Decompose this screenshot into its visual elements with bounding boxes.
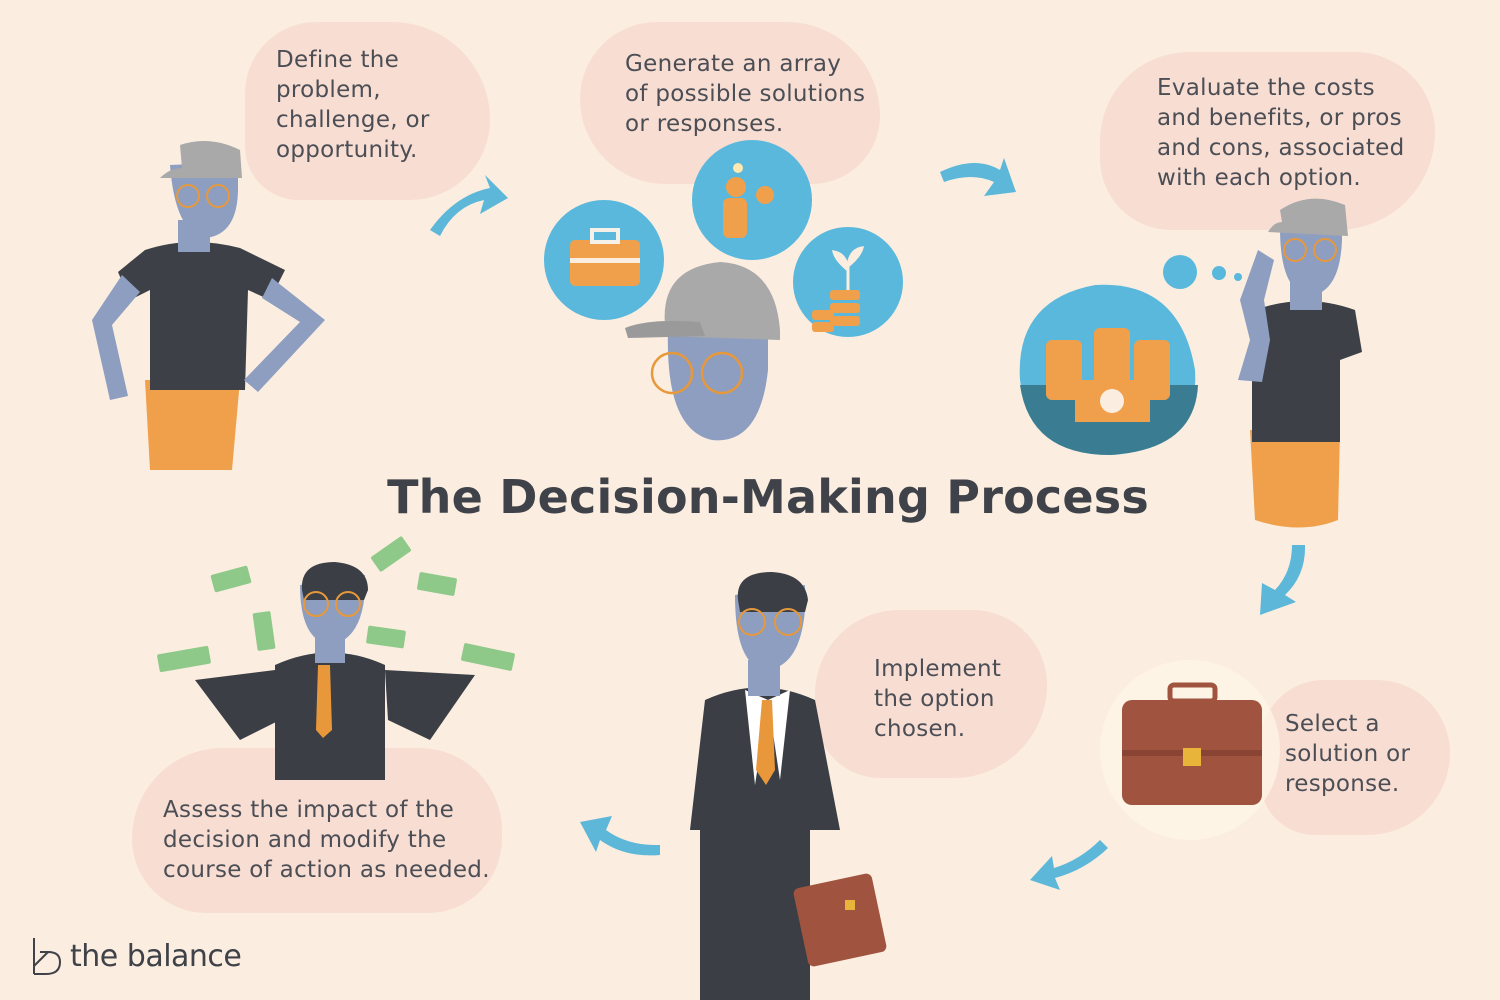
arrow-step-2-to-3 (940, 158, 1016, 196)
arrow-step-4-to-5 (1030, 840, 1108, 890)
step-4-line: Select a (1285, 711, 1380, 737)
person-define-problem (92, 141, 325, 470)
step-2-line: of possible solutions (625, 81, 866, 107)
step-4-line: response. (1285, 771, 1400, 797)
step-6-line: course of action as needed. (163, 857, 490, 883)
growing-coins-circle-icon (793, 227, 903, 337)
step-3-line: Evaluate the costs (1157, 75, 1375, 101)
step-3-text: Evaluate the costs and benefits, or pros… (1157, 73, 1405, 193)
money-stack-circle-icon (1019, 284, 1198, 455)
select-briefcase-icon (1100, 660, 1280, 840)
step-2-line: Generate an array (625, 51, 842, 77)
person-evaluate-options (1238, 198, 1362, 528)
person-implement-option (690, 572, 887, 1000)
step-4-bubble (1260, 680, 1450, 835)
step-5-text: Implement the option chosen. (874, 654, 1001, 744)
step-1-line: challenge, or (276, 107, 430, 133)
briefcase-circle-icon (544, 200, 664, 320)
flying-money-icons (157, 536, 515, 673)
step-5-line: Implement (874, 656, 1002, 682)
arrow-step-3-to-4 (1260, 545, 1306, 615)
balance-logo-icon (33, 938, 62, 975)
brand-name: the balance (70, 938, 242, 974)
step-3-line: with each option. (1157, 165, 1362, 191)
step-5-line: the option (874, 686, 995, 712)
step-1-text: Define the problem, challenge, or opport… (276, 45, 430, 165)
step-5-line: chosen. (874, 716, 966, 742)
step-2-text: Generate an array of possible solutions … (625, 49, 865, 139)
step-6-text: Assess the impact of the decision and mo… (163, 795, 490, 885)
step-3-line: and benefits, or pros (1157, 105, 1402, 131)
step-2-line: or responses. (625, 111, 784, 137)
thought-dots (1163, 255, 1242, 289)
step-3-bubble (1100, 52, 1435, 230)
person-generate-solutions (625, 262, 780, 441)
step-6-line: Assess the impact of the (163, 797, 455, 823)
idea-person-circle-icon (692, 140, 812, 260)
step-1-line: opportunity. (276, 137, 418, 163)
step-3-line: and cons, associated (1157, 135, 1405, 161)
arrow-step-5-to-6 (580, 816, 660, 856)
step-1-line: problem, (276, 77, 381, 103)
step-4-text: Select a solution or response. (1285, 709, 1410, 799)
step-4-line: solution or (1285, 741, 1411, 767)
arrow-step-1-to-2 (430, 175, 508, 236)
brand-logo: the balance (30, 935, 242, 977)
step-6-line: decision and modify the (163, 827, 447, 853)
step-5-bubble (815, 610, 1047, 778)
person-assess-impact (157, 536, 515, 780)
step-1-line: Define the (276, 47, 400, 73)
page-title: The Decision-Making Process (387, 470, 1149, 524)
step-1-bubble (245, 22, 490, 200)
